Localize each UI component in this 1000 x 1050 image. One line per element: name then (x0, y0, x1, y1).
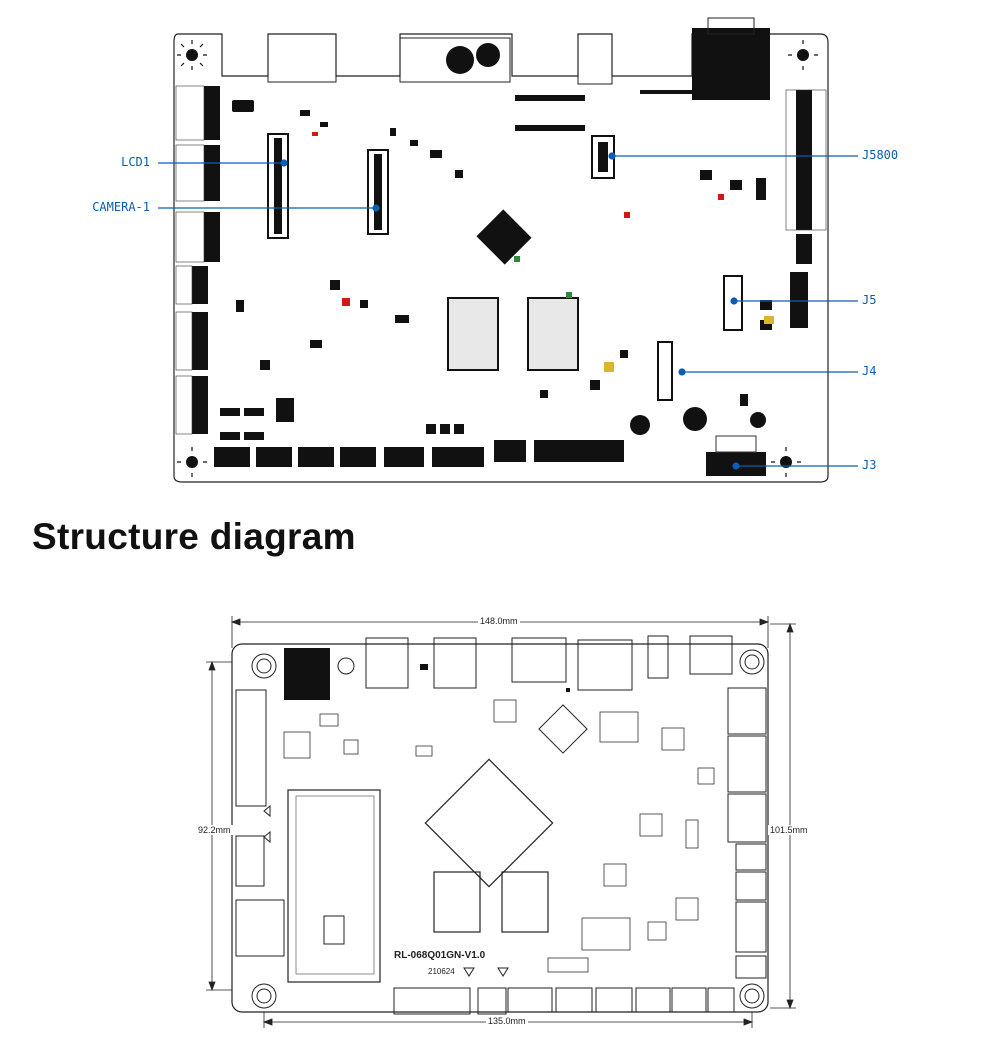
bottom-board-drawing: RL-068Q01GN-V1.0 210624 (206, 616, 796, 1028)
mounting-hole-icon (186, 49, 809, 468)
silkscreen-date: 210624 (428, 967, 455, 976)
callout-label-j3: J3 (862, 458, 877, 472)
dimension-right-height: 101.5mm (768, 825, 810, 835)
dimension-top-width: 148.0mm (478, 616, 520, 626)
silkscreen-model: RL-068Q01GN-V1.0 (394, 950, 486, 961)
callout-label-camera-1: CAMERA-1 (92, 200, 150, 214)
callout-label-j4: J4 (862, 364, 877, 378)
callout-label-j5: J5 (862, 293, 877, 307)
callout-label-lcd1: LCD1 (121, 155, 150, 169)
dimension-bottom-width: 135.0mm (486, 1016, 528, 1026)
callout-label-j5800: J5800 (862, 148, 899, 162)
page-title: Structure diagram (32, 516, 356, 557)
top-board-drawing (158, 17, 858, 483)
dimension-left-height: 92.2mm (196, 825, 233, 835)
